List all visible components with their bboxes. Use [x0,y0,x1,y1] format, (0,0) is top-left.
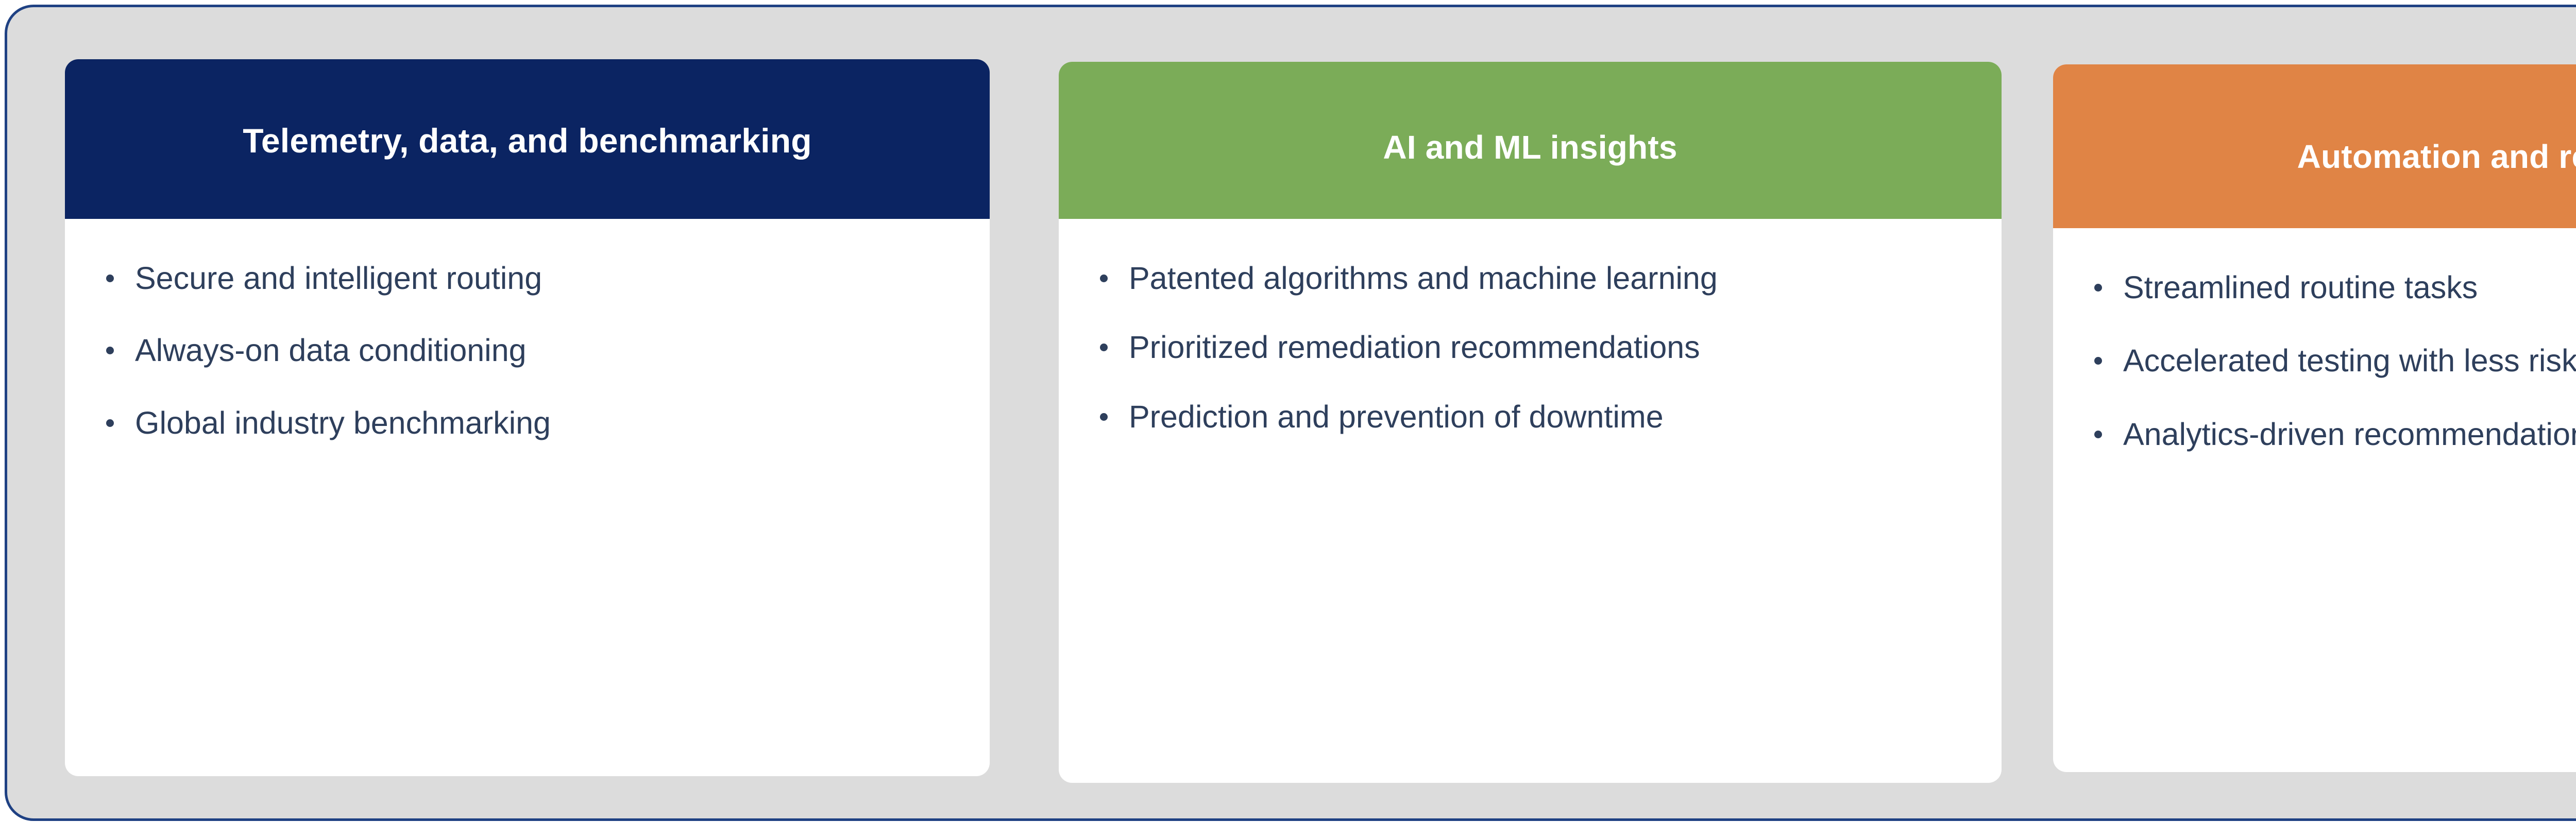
bullet-dot-icon [1100,344,1108,352]
bullet-dot-icon [1100,275,1108,282]
capability-card-automation-and-remediation: Automation and remediation Streamlined r… [2053,64,2576,772]
list-item: Prioritized remediation recommendations [1092,328,1965,366]
card-body-automation-and-remediation: Streamlined routine tasks Accelerated te… [2053,228,2576,772]
list-item: Streamlined routine tasks [2086,268,2576,306]
bullet-dot-icon [1100,413,1108,421]
list-item-label: Accelerated testing with less risk [2123,343,2576,379]
bullet-dot-icon [106,419,114,427]
list-item: Prediction and prevention of downtime [1092,398,1965,436]
card-title: Automation and remediation [2297,138,2576,175]
list-item: Global industry benchmarking [98,404,954,442]
list-item-label: Prediction and prevention of downtime [1129,399,1664,434]
list-item: Patented algorithms and machine learning [1092,259,1965,297]
card-body-ai-and-ml-insights: Patented algorithms and machine learning… [1059,219,2002,783]
card-header-telemetry-data-benchmarking: Telemetry, data, and benchmarking [65,59,990,219]
list-item: Secure and intelligent routing [98,259,954,297]
card-title: AI and ML insights [1383,128,1677,166]
card-body-telemetry-data-benchmarking: Secure and intelligent routing Always-on… [65,219,990,776]
list-item-label: Global industry benchmarking [135,405,551,440]
list-item-label: Prioritized remediation recommendations [1129,330,1700,365]
bullet-dot-icon [2094,357,2102,365]
bullet-dot-icon [106,347,114,355]
bullet-list: Patented algorithms and machine learning… [1092,259,1965,436]
list-item-label: Analytics-driven recommendations [2123,416,2576,452]
list-item: Always-on data conditioning [98,331,954,369]
bullet-dot-icon [2094,430,2102,438]
capability-card-telemetry-data-benchmarking: Telemetry, data, and benchmarking Secure… [65,59,990,776]
bullet-list: Streamlined routine tasks Accelerated te… [2086,268,2576,453]
card-header-automation-and-remediation: Automation and remediation [2053,64,2576,228]
list-item: Accelerated testing with less risk [2086,341,2576,380]
bullet-list: Secure and intelligent routing Always-on… [98,259,954,442]
card-title: Telemetry, data, and benchmarking [243,122,812,160]
capability-card-row: Telemetry, data, and benchmarking Secure… [7,7,2576,818]
card-header-ai-and-ml-insights: AI and ML insights [1059,62,2002,219]
bullet-dot-icon [106,275,114,282]
list-item-label: Secure and intelligent routing [135,261,543,296]
list-item-label: Always-on data conditioning [135,333,527,368]
list-item-label: Patented algorithms and machine learning [1129,261,1718,296]
bullet-dot-icon [2094,284,2102,292]
capabilities-panel: Telemetry, data, and benchmarking Secure… [5,5,2576,821]
list-item: Analytics-driven recommendations [2086,415,2576,453]
capability-card-ai-and-ml-insights: AI and ML insights Patented algorithms a… [1059,62,2002,783]
list-item-label: Streamlined routine tasks [2123,270,2478,305]
